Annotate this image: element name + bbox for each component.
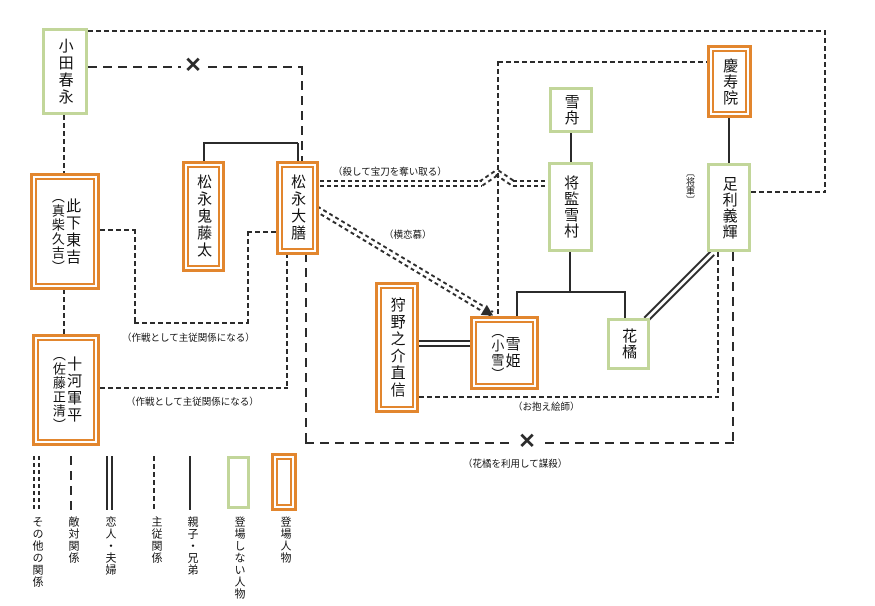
person-name: 雪舟	[562, 94, 580, 126]
line-yukihime-keijuin-v	[497, 61, 499, 317]
label-retained-painter: （お抱え絵師）	[513, 402, 580, 413]
legend-label-parent-sibling: 親子・兄弟	[186, 516, 198, 576]
label-strategy-master-servant-1: （作戦として主従関係になる）	[122, 333, 255, 344]
line-tokichi-daizen-2	[134, 229, 136, 324]
person-box-ashikaga-yoshiteru: 足利義輝	[707, 163, 751, 252]
line-sesson-down	[569, 252, 571, 293]
line-daizen-sesson-2	[513, 180, 548, 187]
line-to-hanatachibana	[624, 291, 626, 319]
line-naonobu-yoshiteru-v	[717, 252, 719, 398]
line-daizen-sesson-1	[320, 180, 482, 187]
line-tokichi-daizen-3	[134, 322, 249, 324]
severed-mark-murder: ✕	[515, 430, 539, 454]
person-name: 此下東吉	[64, 197, 82, 266]
line-oda-yoshiteru-right	[824, 30, 826, 193]
person-name: 慶寿院	[721, 57, 739, 106]
person-name: 狩野之介直信	[388, 296, 406, 399]
line-yukihime-keijuin-h	[498, 61, 708, 63]
line-sesson-children-h	[516, 291, 626, 293]
line-daizen-yoshiteru-left	[305, 253, 307, 444]
line-naonobu-yukihime	[419, 340, 470, 347]
person-name: 将監雪村	[562, 175, 580, 239]
person-name: 足利義輝	[720, 175, 738, 240]
line-to-yukihime	[516, 291, 518, 317]
person-alias: （真柴久吉）	[49, 189, 65, 274]
legend-label-couple: 恋人・夫婦	[104, 516, 116, 576]
person-name: 十河軍平	[65, 356, 83, 424]
person-name: 雪姫	[503, 336, 521, 370]
line-tokichi-daizen-1	[100, 229, 136, 231]
label-unrequited-love: （横恋慕）	[384, 230, 432, 241]
line-daizen-up	[297, 143, 299, 162]
legend-label-enemy: 敵対関係	[67, 516, 79, 564]
legend-label-other: その他の関係	[31, 516, 43, 588]
legend-sample-couple	[106, 456, 113, 510]
person-alias: （佐藤正清）	[50, 348, 66, 432]
line-oda-yoshiteru-top	[88, 30, 825, 32]
person-name: 松永大膳	[289, 174, 307, 242]
person-box-yukihime: 雪姫 （小雪）	[470, 316, 539, 390]
person-box-shogen-sesson: 将監雪村	[548, 162, 593, 252]
line-daizen-yoshiteru-right	[732, 252, 734, 443]
label-strategy-master-servant-2: （作戦として主従関係になる）	[126, 397, 259, 408]
line-tokichi-daizen-4	[247, 231, 249, 323]
legend-sample-appearing-box	[271, 453, 297, 511]
line-gunpei-daizen-h	[100, 387, 288, 389]
line-oda-yoshiteru-end	[751, 191, 825, 193]
severed-mark-oda-daizen: ✕	[181, 54, 205, 78]
label-kill-steal-sword: （殺して宝刀を奪い取る）	[333, 167, 447, 178]
person-box-hanatachibana: 花橘	[607, 318, 650, 370]
legend-sample-parent-sibling	[189, 456, 191, 510]
legend-label-non-appearing: 登場しない人物	[233, 516, 245, 600]
person-name: 花橘	[620, 328, 638, 360]
line-hanatachibana-yoshiteru	[643, 250, 715, 322]
line-tokichi-daizen-5	[247, 231, 276, 233]
label-murder-using-hanatachibana: （花橘を利用して謀殺）	[463, 459, 568, 470]
legend-sample-master-servant	[153, 456, 155, 510]
person-name: 小田春永	[56, 37, 74, 106]
person-box-matsunaga-daizen: 松永大膳	[276, 161, 319, 255]
person-name: 松永鬼藤太	[195, 174, 213, 259]
line-sesshu-sesson	[570, 133, 572, 163]
line-oda-tokichi	[63, 115, 65, 174]
line-kitota-daizen	[203, 142, 298, 144]
person-box-keijuin: 慶寿院	[707, 45, 752, 118]
person-box-oda-harunaga: 小田春永	[42, 28, 88, 115]
person-box-sesshu: 雪舟	[549, 87, 593, 133]
line-oda-daizen-v	[301, 66, 303, 162]
person-alias: （小雪）	[489, 325, 505, 381]
label-shogun-note: 〔将軍〕	[685, 168, 695, 204]
legend-sample-non-appearing-box	[227, 456, 250, 509]
legend-sample-other	[33, 456, 40, 510]
person-box-kano-naonobu: 狩野之介直信	[375, 282, 419, 413]
person-box-matsunaga-kitota: 松永鬼藤太	[182, 161, 225, 272]
line-gunpei-daizen-v	[286, 253, 288, 388]
line-naonobu-yoshiteru-h	[419, 396, 719, 398]
person-box-sogo-gunpei: 十河軍平 （佐藤正清）	[32, 334, 100, 446]
legend-label-appearing: 登場人物	[279, 516, 291, 564]
legend-sample-enemy	[70, 456, 72, 510]
legend-label-master-servant: 主従関係	[150, 516, 162, 564]
line-tokichi-gunpei	[63, 289, 65, 335]
person-box-konoshita-tokichi: 此下東吉 （真柴久吉）	[30, 173, 100, 290]
line-kitota-up	[203, 143, 205, 162]
line-keijuin-yoshiteru	[728, 118, 730, 164]
